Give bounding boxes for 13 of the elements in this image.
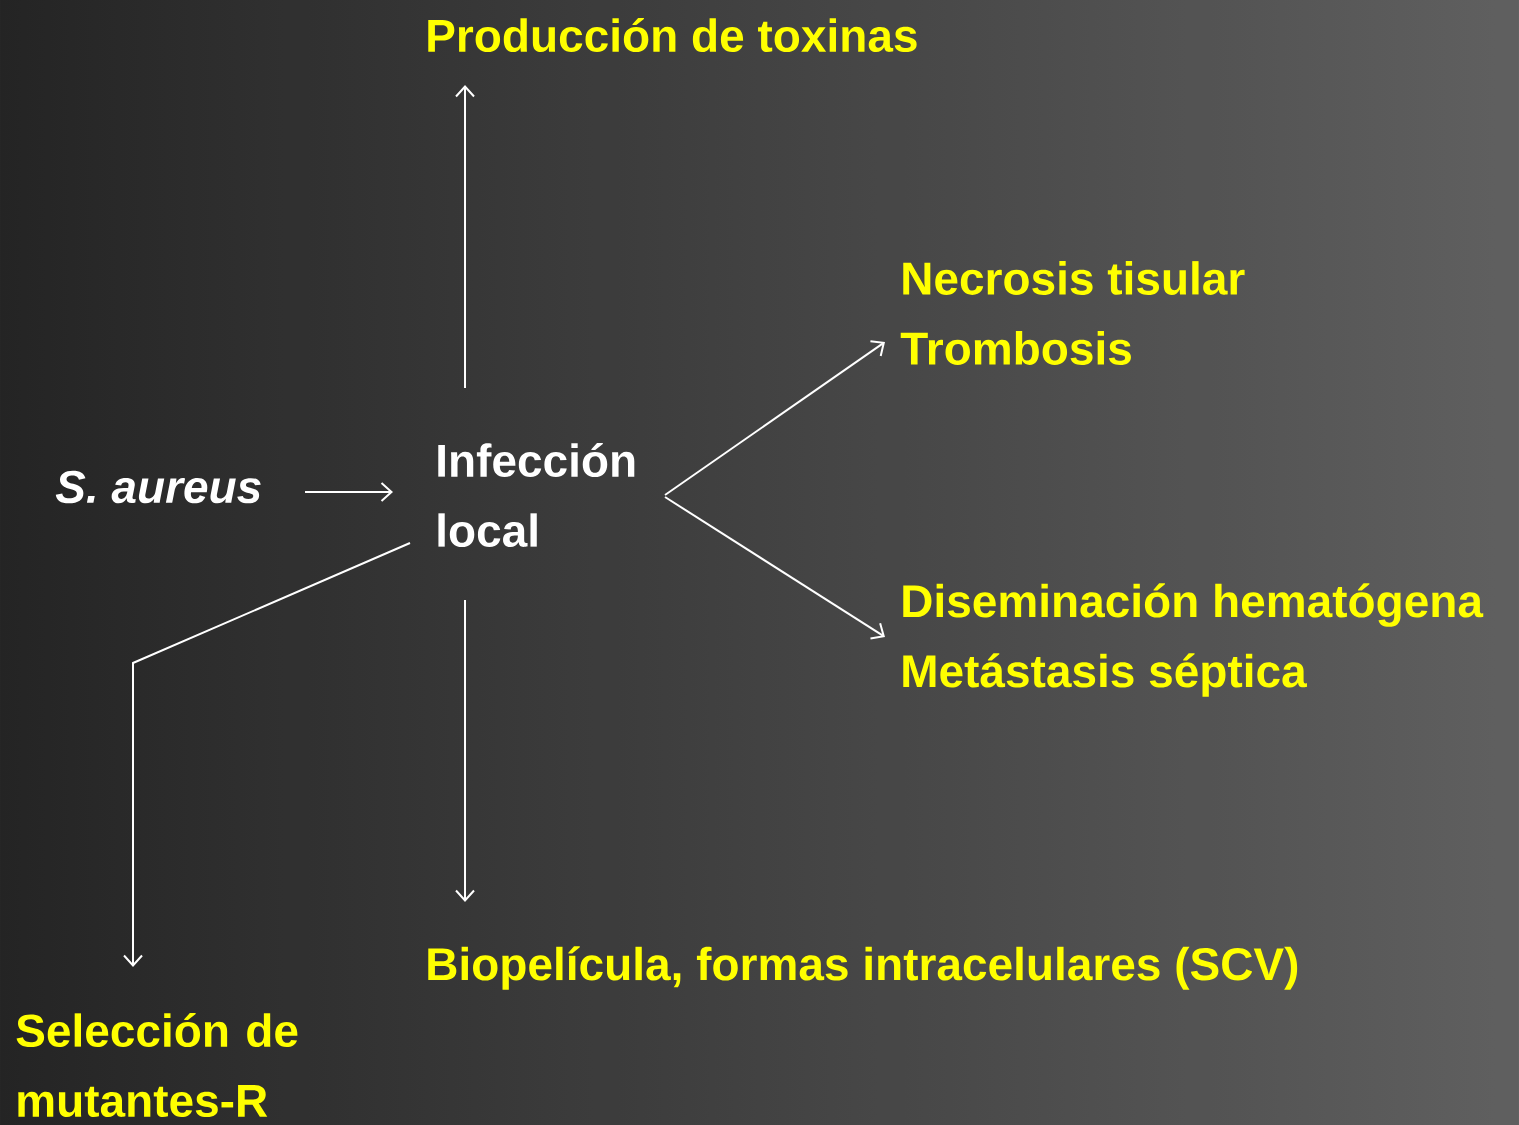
arrow: [304, 482, 393, 502]
label-text: Producción de toxinas: [428, 17, 917, 53]
label-text: S. aureus: [55, 470, 261, 504]
label-text: Biopelícula, formas intracelulares (SCV): [428, 946, 1298, 990]
arrow: [123, 542, 411, 967]
label-text: Necrosis tisular Trombosis: [900, 261, 1245, 365]
label-text: Diseminación hematógena Metástasis séptica: [903, 583, 1484, 697]
arrow: [664, 340, 885, 496]
label-text: Infección local: [438, 442, 635, 548]
label-text: Selección de mutantes-R: [16, 1012, 298, 1118]
arrow: [455, 599, 475, 902]
arrow: [664, 496, 885, 640]
arrow: [455, 85, 475, 389]
